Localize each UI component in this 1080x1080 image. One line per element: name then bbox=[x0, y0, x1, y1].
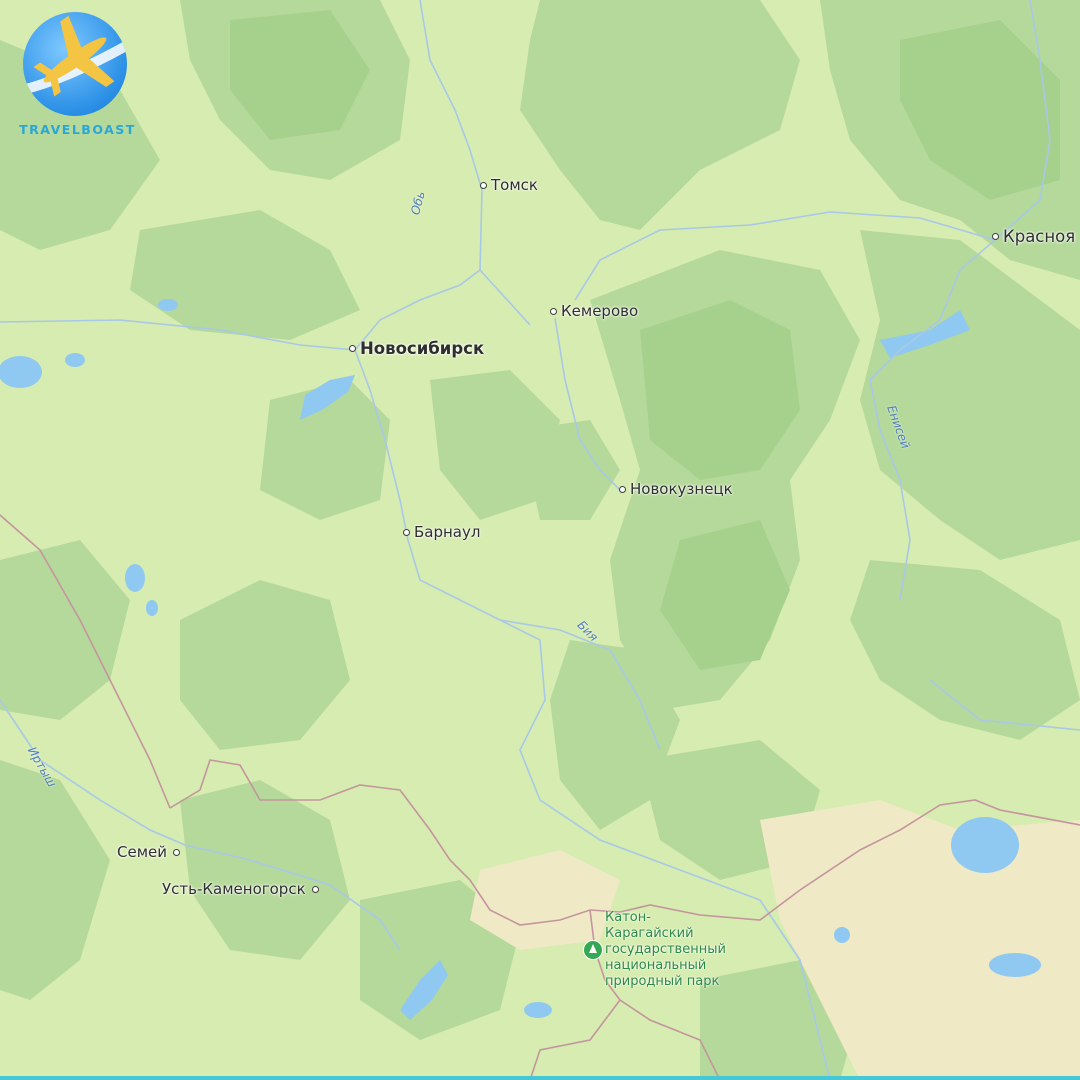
brand-name: TRAVELBOAST bbox=[19, 122, 136, 137]
city-ust-kamenogorsk[interactable]: Усть-Каменогорск bbox=[162, 880, 319, 898]
park-name: Катон- Карагайский государственный нацио… bbox=[605, 910, 726, 989]
tree-icon bbox=[583, 940, 603, 960]
city-semey[interactable]: Семей bbox=[117, 843, 180, 861]
city-name: Красноя bbox=[1003, 227, 1076, 246]
city-name: Усть-Каменогорск bbox=[162, 880, 306, 898]
city-name: Семей bbox=[117, 843, 167, 861]
brand-logo: TRAVELBOAST bbox=[15, 10, 140, 140]
city-dot-icon bbox=[619, 485, 626, 493]
water-bodies bbox=[0, 299, 1041, 1020]
city-kemerovo[interactable]: Кемерово bbox=[550, 302, 638, 320]
city-name: Новосибирск bbox=[360, 339, 485, 358]
city-barnaul[interactable]: Барнаул bbox=[403, 523, 480, 541]
city-dot-icon bbox=[349, 345, 356, 352]
city-name: Кемерово bbox=[561, 302, 639, 320]
city-dot-icon bbox=[173, 848, 180, 856]
dense-forest-areas bbox=[230, 10, 1060, 670]
logo-globe bbox=[23, 12, 127, 116]
city-dot-icon bbox=[480, 181, 487, 189]
city-dot-icon bbox=[550, 307, 557, 315]
city-dot-icon bbox=[311, 885, 319, 893]
city-dot-icon bbox=[403, 528, 410, 536]
city-tomsk[interactable]: Томск bbox=[480, 176, 538, 194]
city-name: Томск bbox=[491, 176, 538, 194]
city-novosibirsk[interactable]: Новосибирск bbox=[349, 339, 484, 358]
city-krasnoyarsk[interactable]: Красноя bbox=[992, 227, 1075, 246]
city-name: Новокузнецк bbox=[630, 480, 733, 498]
city-novokuznetsk[interactable]: Новокузнецк bbox=[619, 480, 733, 498]
airplane-icon bbox=[23, 15, 127, 97]
city-dot-icon bbox=[992, 233, 999, 240]
city-name: Барнаул bbox=[414, 523, 481, 541]
